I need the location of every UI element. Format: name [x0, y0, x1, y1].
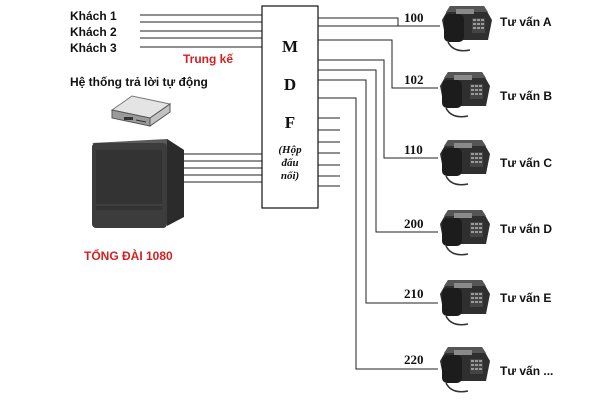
ivr-server-icon — [110, 95, 172, 127]
phone-icons — [439, 5, 493, 393]
ext-number-a: 100 — [404, 10, 424, 25]
ivr-label: Hệ thống trả lời tự động — [70, 75, 208, 89]
phone-icon-e — [439, 279, 491, 326]
mdf-sub-2: đấu — [281, 157, 298, 169]
ext-number-d: 200 — [404, 216, 424, 231]
mdf-letter-m: M — [282, 37, 298, 56]
input-label-3: Khách 3 — [70, 41, 117, 55]
consultant-label-b: Tư vấn B — [500, 89, 552, 103]
consultant-label-e: Tư vấn E — [500, 291, 551, 305]
mdf-stub-wires — [318, 117, 340, 187]
mdf-letter-d: D — [284, 75, 296, 94]
ext-number-b: 102 — [404, 72, 424, 87]
pbx-label: TỔNG ĐÀI 1080 — [84, 248, 173, 263]
phone-icon-d — [439, 209, 491, 256]
mdf-sub-3: nối) — [281, 170, 299, 182]
ext-number-f: 220 — [404, 352, 424, 367]
pbx-to-mdf-wires — [184, 153, 262, 183]
trunk-label: Trung kế — [183, 52, 233, 66]
phone-icon-f — [439, 346, 491, 393]
mdf-box: M D F (Hộp đấu nối) — [261, 5, 319, 209]
consultant-label-d: Tư vấn D — [500, 222, 552, 236]
consultant-label-a: Tư vấn A — [500, 15, 552, 29]
pbx-cabinet-icon — [92, 139, 184, 228]
consultant-label-c: Tư vấn C — [500, 156, 552, 170]
phone-icon-b — [439, 71, 491, 118]
phone-icon-c — [439, 139, 491, 186]
consultant-labels: Tư vấn A Tư vấn B Tư vấn C Tư vấn D Tư v… — [500, 15, 553, 378]
extension-numbers: 100 102 110 200 210 220 — [404, 10, 424, 367]
mdf-letter-f: F — [285, 113, 295, 132]
input-label-2: Khách 2 — [70, 25, 117, 39]
customer-inputs: Khách 1 Khách 2 Khách 3 — [70, 9, 262, 55]
ext-number-e: 210 — [404, 286, 424, 301]
mdf-sub-1: (Hộp — [278, 144, 302, 156]
input-label-1: Khách 1 — [70, 9, 117, 23]
consultant-label-f: Tư vấn ... — [500, 364, 553, 378]
ext-number-c: 110 — [404, 142, 423, 157]
phone-icon-a — [441, 5, 493, 52]
mdf-to-phone-wires — [318, 17, 440, 370]
